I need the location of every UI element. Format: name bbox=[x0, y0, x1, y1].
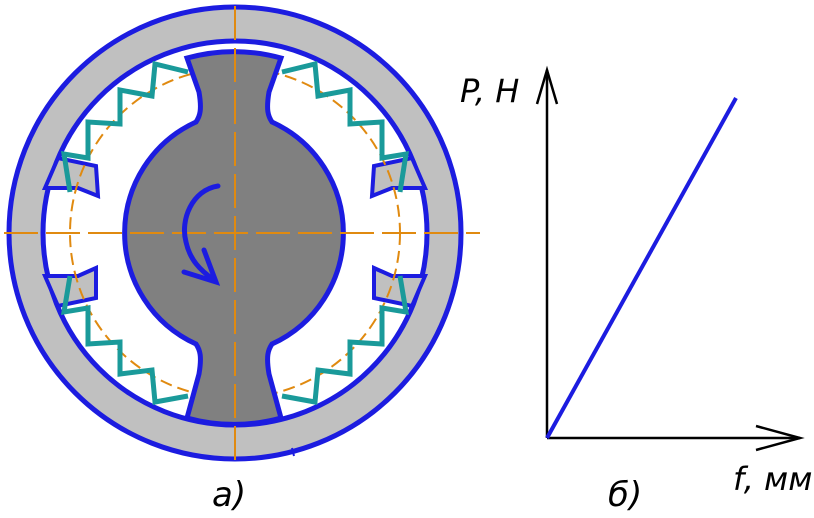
force-deflection-graph bbox=[535, 65, 805, 452]
coupling-drawing bbox=[4, 4, 480, 462]
housing-lug-top-right bbox=[369, 155, 429, 200]
spring-bottom-right bbox=[281, 275, 410, 405]
series-line bbox=[545, 97, 738, 439]
y-axis-label: P, Н bbox=[460, 72, 519, 110]
centerline-end-tick bbox=[291, 447, 295, 457]
label-part-a: а) bbox=[212, 475, 246, 515]
spring-top-right bbox=[281, 60, 410, 193]
spring-bottom-left bbox=[60, 275, 189, 405]
y-axis-arrowhead-icon bbox=[535, 65, 559, 105]
x-axis-arrowhead-icon bbox=[755, 424, 805, 452]
housing-lug-top-left bbox=[41, 155, 101, 200]
x-axis-label: f, мм bbox=[733, 460, 812, 498]
rotation-arrowhead-icon bbox=[181, 247, 221, 286]
rotor-hub bbox=[122, 49, 346, 427]
spring-top-left bbox=[60, 60, 189, 193]
rotation-arrow-icon bbox=[182, 183, 221, 283]
label-part-b: б) bbox=[608, 475, 642, 515]
